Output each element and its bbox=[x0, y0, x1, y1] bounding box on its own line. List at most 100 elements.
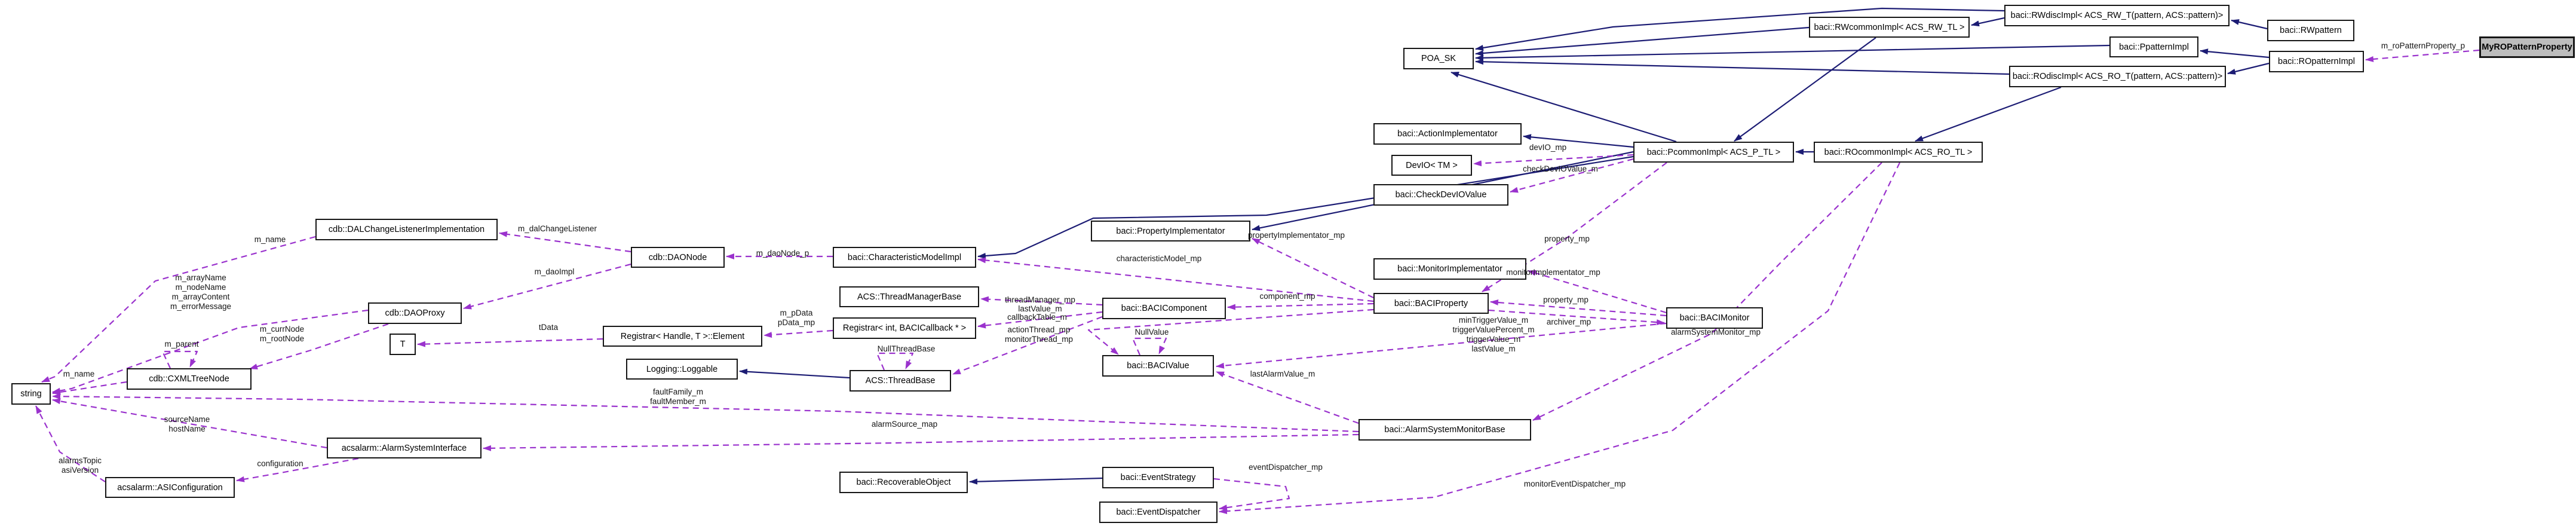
class-node-registrar-int[interactable]: Registrar< int, BACICallback * > bbox=[833, 317, 976, 339]
edge-label-alarmSystemMonitor_mp: alarmSystemMonitor_mp bbox=[1670, 328, 1761, 337]
edge-pcommon-to-devio bbox=[1473, 154, 1634, 167]
edge-dalcl-to-string bbox=[41, 236, 316, 383]
class-node-threadmgr[interactable]: ACS::ThreadManagerBase bbox=[839, 286, 979, 307]
edge-label-configuration: configuration bbox=[257, 459, 303, 469]
edge-rwcommon-to-poa-sk bbox=[1475, 26, 1810, 56]
edge-bacicomp-to-threadbase bbox=[952, 316, 1103, 375]
class-node-eventdispatcher[interactable]: baci::EventDispatcher bbox=[1099, 502, 1218, 523]
class-node-rodisc[interactable]: baci::ROdiscImpl< ACS_RO_T(pattern, ACS:… bbox=[2009, 66, 2226, 87]
edge-label-archiver_mp: archiver_mp bbox=[1546, 317, 1591, 327]
edge-label-property_mp: property_mp bbox=[1544, 234, 1590, 244]
edge-rocommon-to-alarmmonbase bbox=[1532, 162, 1882, 421]
edge-rwpattern-to-rwdisc bbox=[2231, 19, 2268, 30]
edge-label-monitorImplementator_mp: monitorImplementator_mp bbox=[1506, 268, 1600, 277]
class-node-loggable[interactable]: Logging::Loggable bbox=[626, 359, 738, 380]
edge-bacimon-to-bacivalue bbox=[1216, 322, 1667, 369]
class-node-bacicomp[interactable]: baci::BACIComponent bbox=[1102, 298, 1226, 319]
edge-label-callbackTable_m: callbackTable_m bbox=[1007, 313, 1067, 322]
edge-myropattern-to-ropattern bbox=[2365, 49, 2480, 62]
class-node-alarmiface[interactable]: acsalarm::AlarmSystemInterface bbox=[327, 438, 482, 458]
class-node-monimpl[interactable]: baci::MonitorImplementator bbox=[1373, 258, 1526, 280]
class-node-rocommon[interactable]: baci::ROcommonImpl< ACS_RO_TL > bbox=[1814, 142, 1983, 163]
edge-label-lastValue_m: lastValue_m bbox=[1018, 304, 1062, 314]
class-node-alarmmonbase[interactable]: baci::AlarmSystemMonitorBase bbox=[1358, 419, 1531, 441]
class-node-poa-sk[interactable]: POA_SK bbox=[1403, 48, 1474, 69]
edge-baciprop-to-bacicomp bbox=[1227, 302, 1374, 310]
edge-rwdisc-to-poa-sk bbox=[1475, 7, 2005, 51]
edge-bacivalue-to-bacivalue bbox=[1131, 337, 1167, 356]
edge-label-checkDevIOValue_m: checkDevIOValue_m bbox=[1523, 164, 1598, 174]
edge-label-alarmSource_map: alarmSource_map bbox=[871, 420, 938, 429]
class-node-baciprop[interactable]: baci::BACIProperty bbox=[1373, 293, 1489, 314]
edge-label-eventDispatcher_mp: eventDispatcher_mp bbox=[1249, 463, 1323, 472]
class-node-t[interactable]: T bbox=[390, 334, 416, 355]
class-node-pcommon[interactable]: baci::PcommonImpl< ACS_P_TL > bbox=[1633, 142, 1794, 163]
class-node-rwcommon[interactable]: baci::RWcommonImpl< ACS_RW_TL > bbox=[1809, 17, 1970, 38]
class-node-asiconfig[interactable]: acsalarm::ASIConfiguration bbox=[105, 477, 235, 498]
class-node-ropattern[interactable]: baci::ROpatternImpl bbox=[2269, 51, 2364, 72]
edge-threadbase-to-loggable bbox=[739, 368, 850, 379]
edge-label-monitorEventDispatcher_mp: monitorEventDispatcher_mp bbox=[1523, 479, 1626, 489]
edge-baciprop-to-propimpl bbox=[1252, 238, 1374, 298]
edge-label-lastAlarmValue_m: lastAlarmValue_m bbox=[1250, 369, 1315, 379]
class-node-cxmltree[interactable]: cdb::CXMLTreeNode bbox=[127, 368, 252, 390]
edge-label-m_name: m_name bbox=[254, 235, 286, 244]
edge-label-devIO_mp: devIO_mp bbox=[1529, 143, 1567, 152]
edge-rodisc-to-rocommon bbox=[1915, 86, 2062, 142]
edge-bacicomp-to-registrar-int bbox=[977, 311, 1103, 329]
edge-label-m_dalChangeListener: m_dalChangeListener bbox=[517, 224, 597, 234]
class-node-devio[interactable]: DevIO< TM > bbox=[1391, 155, 1472, 176]
edge-eventstrategy-to-eventdispatcher bbox=[1213, 478, 1290, 511]
edge-label-NullThreadBase: NullThreadBase bbox=[877, 344, 936, 354]
edge-pcommon-to-checkdevio bbox=[1510, 158, 1634, 193]
class-node-checkdevio[interactable]: baci::CheckDevIOValue bbox=[1373, 184, 1508, 206]
class-node-actionimpl[interactable]: baci::ActionImplementator bbox=[1373, 123, 1522, 145]
class-node-bacivalue[interactable]: baci::BACIValue bbox=[1102, 355, 1214, 377]
edge-rocommon-to-eventdispatcher bbox=[1219, 162, 1900, 515]
edge-bacimon-to-baciprop bbox=[1490, 299, 1667, 317]
class-node-daoproxy[interactable]: cdb::DAOProxy bbox=[368, 302, 462, 324]
edge-daoproxy-to-string bbox=[52, 309, 369, 394]
edge-daoproxy-to-cxmltree bbox=[249, 323, 389, 370]
class-node-eventstrategy[interactable]: baci::EventStrategy bbox=[1102, 467, 1214, 488]
class-node-element[interactable]: Registrar< Handle, T >::Element bbox=[603, 326, 762, 347]
edge-threadbase-to-threadbase bbox=[876, 352, 914, 371]
edge-label-m_daoImpl: m_daoImpl bbox=[534, 267, 575, 277]
edge-label-property_mp: property_mp bbox=[1543, 295, 1588, 305]
edge-label-NullValue: NullValue bbox=[1134, 328, 1169, 337]
edge-cxmltree-to-cxmltree bbox=[161, 350, 198, 369]
class-node-rwdisc[interactable]: baci::RWdiscImpl< ACS_RW_T(pattern, ACS:… bbox=[2004, 5, 2230, 26]
edge-label-m_parent: m_parent bbox=[164, 340, 199, 349]
edge-alarmmonbase-to-alarmiface bbox=[483, 433, 1359, 451]
edge-baciprop-to-bacimon bbox=[1488, 309, 1665, 326]
edge-eventstrategy-to-recoverable bbox=[969, 477, 1103, 485]
edge-daonode-to-dalcl bbox=[499, 231, 631, 253]
class-node-propimpl[interactable]: baci::PropertyImplementator bbox=[1091, 221, 1250, 241]
edge-pcommon-to-poa-sk bbox=[1450, 71, 1677, 143]
edge-label-m_roPatternProperty_p: m_roPatternProperty_p bbox=[2381, 41, 2465, 51]
edge-ppattern-to-poa-sk bbox=[1475, 44, 2110, 61]
class-node-recoverable[interactable]: baci::RecoverableObject bbox=[839, 472, 968, 493]
edge-registrar-int-to-element bbox=[763, 329, 833, 338]
class-node-rwpattern[interactable]: baci::RWpattern bbox=[2267, 20, 2354, 41]
class-node-ppattern[interactable]: baci::PpatternImpl bbox=[2109, 36, 2198, 57]
edge-baciprop-to-bacivalue bbox=[1087, 308, 1374, 355]
class-node-charmodel[interactable]: baci::CharacteristicModelImpl bbox=[833, 247, 976, 268]
class-node-myropattern: MyROPatternProperty bbox=[2479, 36, 2575, 58]
class-node-daonode[interactable]: cdb::DAONode bbox=[631, 247, 725, 268]
class-node-threadbase[interactable]: ACS::ThreadBase bbox=[850, 370, 951, 392]
edge-label-threadManager_mp: threadManager_mp bbox=[1005, 295, 1075, 305]
class-node-string[interactable]: string bbox=[11, 383, 51, 405]
edge-rwdisc-to-rwcommon bbox=[1971, 17, 2005, 27]
class-node-dalcl[interactable]: cdb::DALChangeListenerImplementation bbox=[315, 219, 498, 240]
class-node-bacimon[interactable]: baci::BACIMonitor bbox=[1666, 307, 1763, 329]
edge-label-propertyImplementator_mp: propertyImplementator_mp bbox=[1247, 231, 1345, 240]
